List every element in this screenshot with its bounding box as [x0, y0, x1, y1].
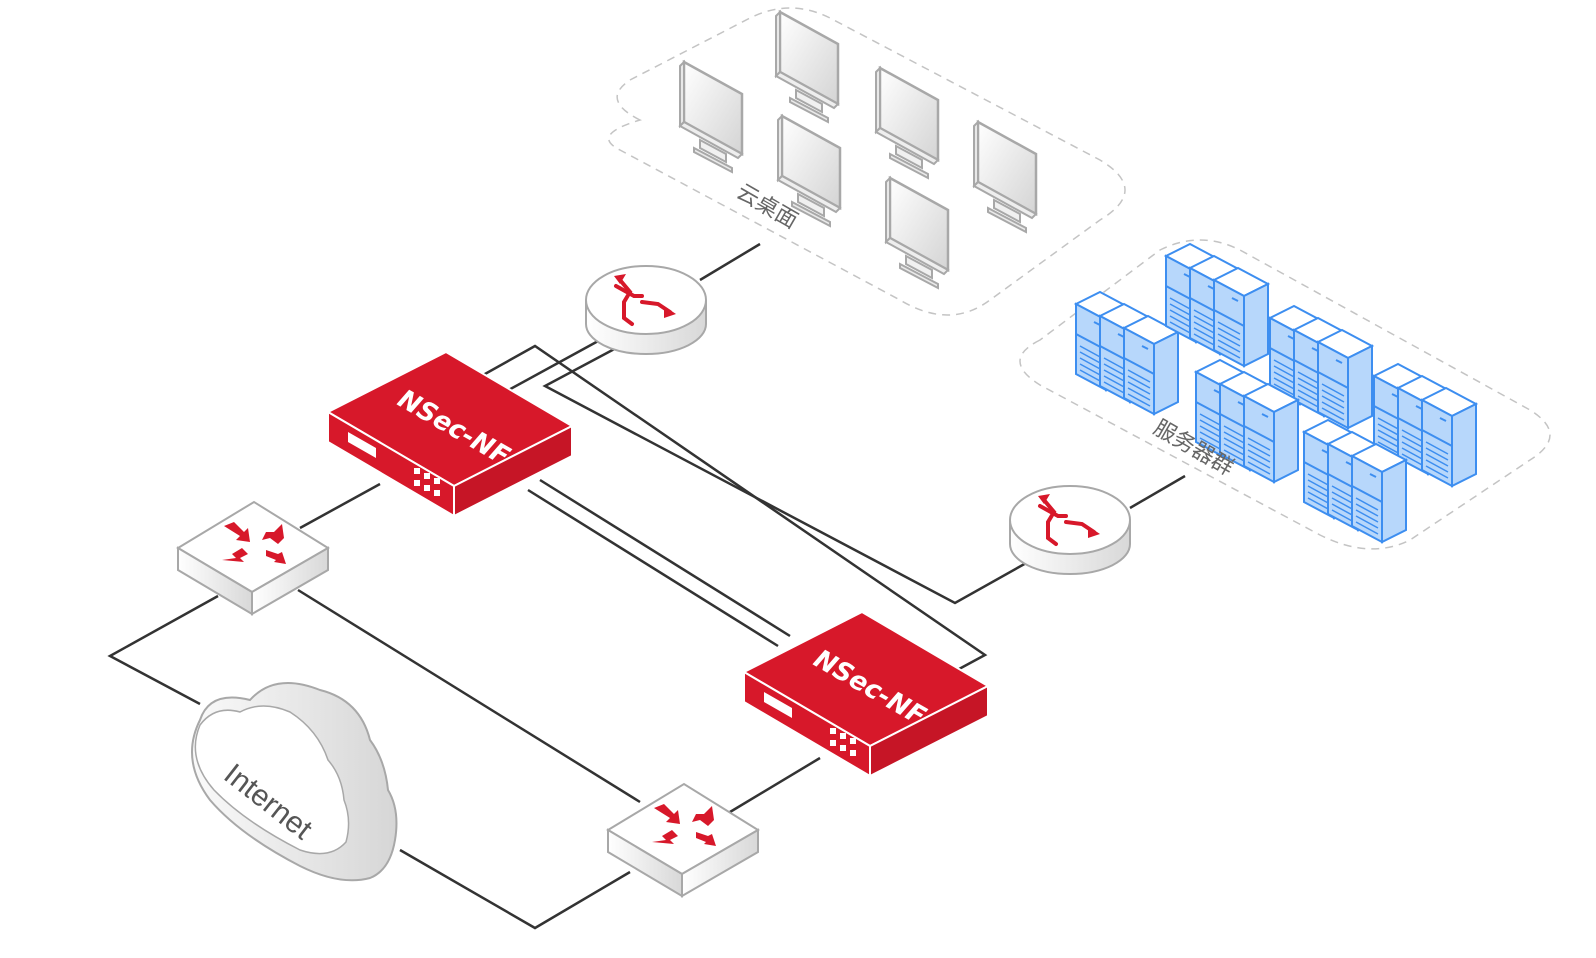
zone-cloud-desktop-boundary — [608, 7, 1126, 316]
zone-server-cluster — [1019, 239, 1551, 550]
server-rack-group-icon[interactable] — [1076, 292, 1178, 414]
firewall-bottom[interactable]: NSec-NF — [743, 611, 989, 777]
monitor-icon[interactable] — [884, 176, 950, 290]
link-firewall-top-to-firewall-bottom-a — [539, 478, 791, 638]
link-firewall-top-to-router-top-a — [475, 344, 988, 684]
zone-server-cluster-boundary — [1019, 239, 1551, 550]
cloud-face — [194, 705, 350, 855]
link-router-top-to-cloud-desktop — [699, 242, 761, 282]
monitor-icon[interactable] — [874, 66, 940, 180]
link-router-top-to-router-right — [542, 344, 1029, 605]
monitor-icon[interactable] — [678, 60, 744, 174]
link-switch-bottom-to-firewall-bottom — [729, 756, 821, 814]
link-switch-left-to-firewall-top — [299, 482, 381, 530]
cloud-desktop-monitors — [678, 10, 1038, 290]
zone-cloud-desktop — [608, 7, 1126, 316]
server-rack-group-icon[interactable] — [1166, 244, 1268, 366]
switch-bottom-icon[interactable] — [607, 783, 759, 897]
link-internet-to-switch-bottom — [399, 848, 631, 930]
monitor-icon[interactable] — [972, 120, 1038, 234]
internet-cloud[interactable]: Internet — [191, 682, 398, 882]
server-cluster-racks — [1076, 244, 1476, 542]
router-right-icon[interactable] — [1008, 484, 1132, 576]
link-router-right-to-server-cluster — [1129, 474, 1186, 510]
links — [107, 242, 1186, 930]
firewall-top[interactable]: NSec-NF — [327, 351, 573, 517]
router-top-icon[interactable] — [584, 264, 708, 356]
link-firewall-top-to-router-top-b — [504, 338, 601, 394]
link-switch-left-to-switch-bottom — [297, 588, 641, 804]
link-switch-left-to-internet — [107, 594, 219, 706]
link-firewall-top-to-firewall-bottom-b — [527, 488, 779, 648]
switch-left-icon[interactable] — [177, 501, 329, 615]
monitor-icon[interactable] — [774, 10, 840, 124]
